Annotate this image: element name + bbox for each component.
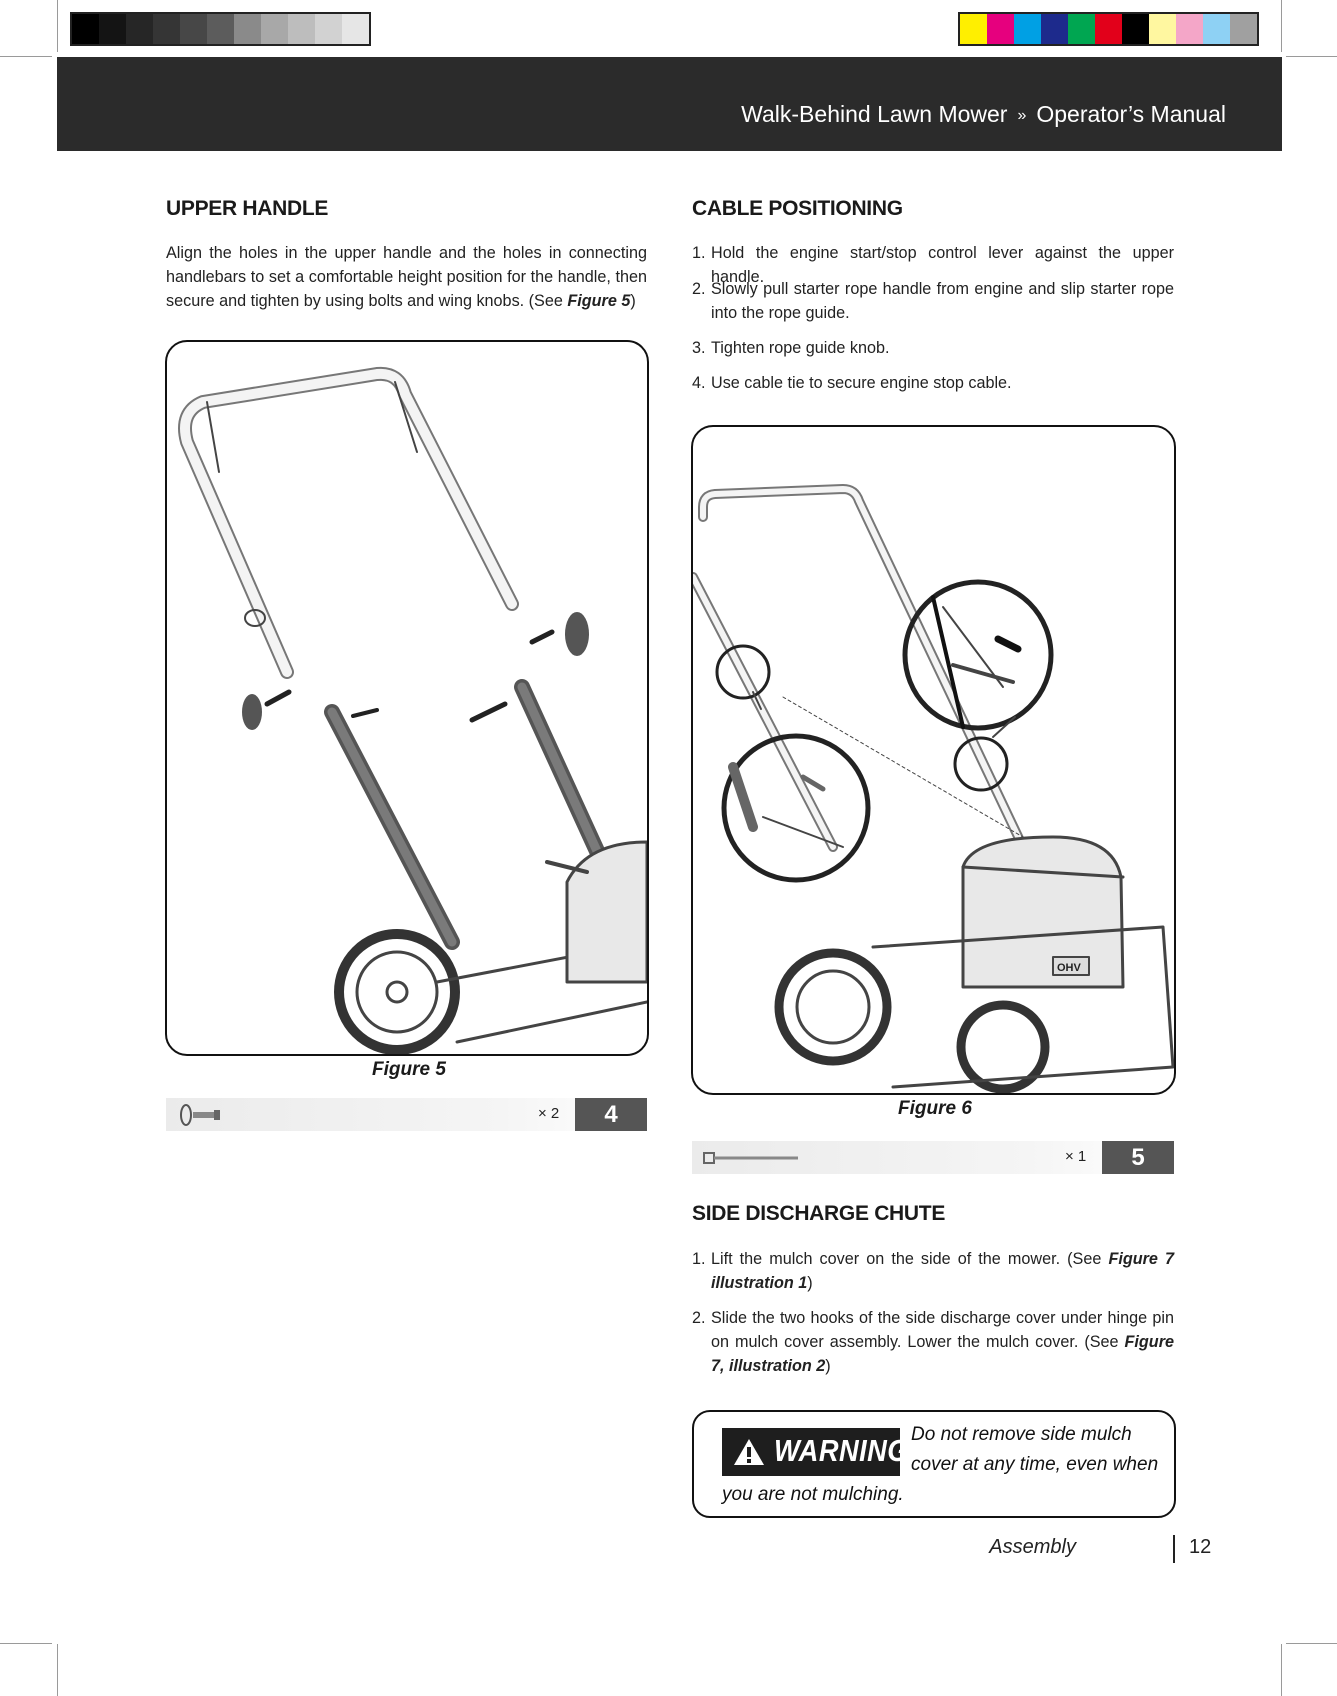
parts-bar-step-5: × 1 5: [692, 1141, 1174, 1174]
calibration-swatch: [1176, 14, 1203, 44]
calibration-swatch: [1095, 14, 1122, 44]
figure-5-illustration: [165, 340, 649, 1056]
calibration-swatch: [234, 14, 261, 44]
cable-step-4: 4. Use cable tie to secure engine stop c…: [692, 371, 1174, 395]
upper-handle-paragraph: Align the holes in the upper handle and …: [166, 241, 647, 313]
calibration-swatch: [180, 14, 207, 44]
footer-divider: [1173, 1535, 1175, 1563]
step-number: 4.: [692, 374, 706, 392]
figure-5-reference: Figure 5: [567, 292, 631, 310]
step-number: 2.: [692, 280, 706, 298]
header-product: Walk-Behind Lawn Mower: [741, 101, 1008, 127]
step-text-wrap: Slide the two hooks of the side discharg…: [711, 1306, 1174, 1378]
cable-positioning-heading: CABLE POSITIONING: [692, 197, 903, 220]
step-number: 2.: [692, 1309, 706, 1327]
step-number: 1.: [692, 244, 706, 262]
calibration-swatch: [1041, 14, 1068, 44]
step-text-end: ): [825, 1357, 831, 1375]
cable-tie-icon: [703, 1152, 798, 1164]
calibration-swatch: [1122, 14, 1149, 44]
side-discharge-heading: SIDE DISCHARGE CHUTE: [692, 1202, 946, 1225]
cable-step-3: 3. Tighten rope guide knob.: [692, 336, 1174, 360]
parts-bar-step-4: × 2 4: [166, 1098, 647, 1131]
header-separator: »: [1017, 107, 1027, 124]
warning-triangle-icon: [734, 1439, 764, 1465]
calibration-swatch: [72, 14, 99, 44]
parts-quantity: × 2: [538, 1105, 560, 1122]
figure-7-reference: Figure 7 illustration 1: [711, 1250, 1174, 1292]
header-manual: Operator’s Manual: [1036, 101, 1226, 127]
warning-text-line-1: Do not remove side mulch: [911, 1424, 1132, 1445]
figure-5-caption: Figure 5: [372, 1059, 446, 1080]
warning-box: WARNING Do not remove side mulch cover a…: [692, 1410, 1176, 1518]
calibration-swatch: [207, 14, 234, 44]
header-band: Walk-Behind Lawn Mower » Operator’s Manual: [57, 57, 1282, 151]
calibration-swatch: [1149, 14, 1176, 44]
step-text-end: ): [807, 1274, 813, 1292]
engine-ohv-label: OHV: [1057, 962, 1082, 974]
cable-positioning-drawing: OHV: [693, 484, 1174, 1093]
step-text: Tighten rope guide knob.: [711, 339, 890, 357]
calibration-swatch: [987, 14, 1014, 44]
step-text: Slowly pull starter rope handle from eng…: [711, 280, 1174, 322]
step-text: Hold the engine start/stop control lever…: [711, 244, 1174, 286]
upper-handle-drawing: [178, 366, 647, 1054]
discharge-step-2: 2. Slide the two hooks of the side disch…: [692, 1306, 1174, 1378]
warning-text-line-3: you are not mulching.: [722, 1484, 904, 1505]
cable-step-1: 1. Hold the engine start/stop control le…: [692, 241, 1174, 289]
calibration-swatch: [342, 14, 369, 44]
step-text: Lift the mulch cover on the side of the …: [711, 1250, 1109, 1268]
calibration-swatch: [99, 14, 126, 44]
calibration-swatch: [1068, 14, 1095, 44]
crop-mark: [0, 56, 52, 57]
step-number: 3.: [692, 339, 706, 357]
color-calibration-strip: [958, 12, 1259, 46]
step-number: 1.: [692, 1250, 706, 1268]
upper-handle-heading: UPPER HANDLE: [166, 197, 329, 220]
crop-mark: [1281, 1644, 1282, 1696]
crop-mark: [1286, 56, 1337, 57]
calibration-swatch: [288, 14, 315, 44]
calibration-swatch: [126, 14, 153, 44]
figure-6-illustration: OHV: [691, 425, 1176, 1095]
cable-step-2: 2. Slowly pull starter rope handle from …: [692, 277, 1174, 325]
step-text-wrap: Lift the mulch cover on the side of the …: [711, 1247, 1174, 1295]
grayscale-calibration-strip: [70, 12, 371, 46]
warning-badge: WARNING: [722, 1428, 908, 1476]
step-text: Slide the two hooks of the side discharg…: [711, 1309, 1174, 1351]
parts-quantity: × 1: [1065, 1148, 1087, 1165]
page-number: 12: [1189, 1536, 1212, 1558]
crop-mark: [1286, 1643, 1337, 1644]
figure-7-reference: Figure 7, illustration 2: [711, 1333, 1174, 1375]
crop-mark: [57, 0, 58, 52]
discharge-step-1: 1. Lift the mulch cover on the side of t…: [692, 1247, 1174, 1295]
step-number-badge: 4: [575, 1098, 647, 1131]
calibration-swatch: [1230, 14, 1257, 44]
calibration-swatch: [315, 14, 342, 44]
calibration-swatch: [960, 14, 987, 44]
header-title: Walk-Behind Lawn Mower » Operator’s Manual: [741, 101, 1226, 128]
calibration-swatch: [153, 14, 180, 44]
calibration-swatch: [1203, 14, 1230, 44]
calibration-swatch: [261, 14, 288, 44]
step-text: Use cable tie to secure engine stop cabl…: [711, 374, 1012, 392]
step-number-badge: 5: [1102, 1141, 1174, 1174]
upper-handle-text-end: ): [630, 292, 636, 310]
upper-handle-text: Align the holes in the upper handle and …: [166, 244, 647, 310]
footer-section-name: Assembly: [989, 1536, 1076, 1558]
warning-text-line-2: cover at any time, even when: [911, 1454, 1159, 1475]
figure-6-caption: Figure 6: [898, 1098, 972, 1119]
crop-mark: [0, 1643, 52, 1644]
crop-mark: [1281, 0, 1282, 52]
calibration-swatch: [1014, 14, 1041, 44]
bolt-and-wing-knob-icon: [180, 1104, 220, 1126]
warning-label: WARNING: [774, 1433, 909, 1468]
crop-mark: [57, 1644, 58, 1696]
